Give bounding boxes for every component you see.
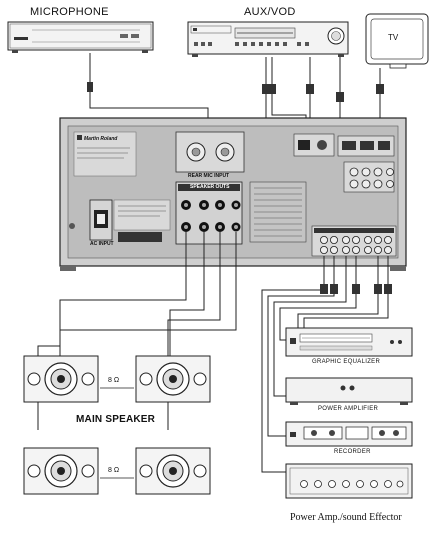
microphone-device	[7, 21, 154, 53]
graphic-equalizer-label: GRAPHIC EQUALIZER	[312, 359, 381, 365]
impedance-bottom-label: 8 Ω	[108, 467, 120, 474]
brand-label: Martin Roland	[84, 136, 118, 142]
equipment-cables	[261, 256, 392, 473]
speaker-bottom-right	[135, 447, 211, 495]
ohm-arrows	[100, 387, 134, 479]
aux-vod-device	[187, 21, 349, 57]
rear-mic-input-label: REAR MIC INPUT	[188, 173, 230, 179]
speaker-bottom-left	[23, 447, 99, 495]
tv-device	[365, 13, 429, 69]
graphic-equalizer-device	[285, 327, 413, 357]
power-amplifier-device	[285, 377, 413, 405]
power-amplifier-label: POWER AMPLIFIER	[318, 406, 379, 412]
speaker-top-left	[23, 355, 99, 403]
speaker-outs-label: SPEAKER OUTS	[190, 184, 230, 190]
aux-vod-label: AUX/VOD	[244, 6, 296, 18]
sound-effector-device	[285, 463, 413, 499]
microphone-label: MICROPHONE	[30, 6, 109, 18]
ac-input-label: AC INPUT	[90, 241, 114, 247]
recorder-label: RECORDER	[334, 449, 371, 455]
tv-label: TV	[388, 33, 399, 42]
footer-caption: Power Amp./sound Effector	[290, 512, 402, 523]
speaker-top-right	[135, 355, 211, 403]
amplifier-rear-panel	[59, 117, 407, 271]
vent-grille	[249, 181, 307, 243]
impedance-top-label: 8 Ω	[108, 377, 120, 384]
recorder-device	[285, 421, 413, 447]
main-speaker-label: MAIN SPEAKER	[76, 414, 156, 425]
